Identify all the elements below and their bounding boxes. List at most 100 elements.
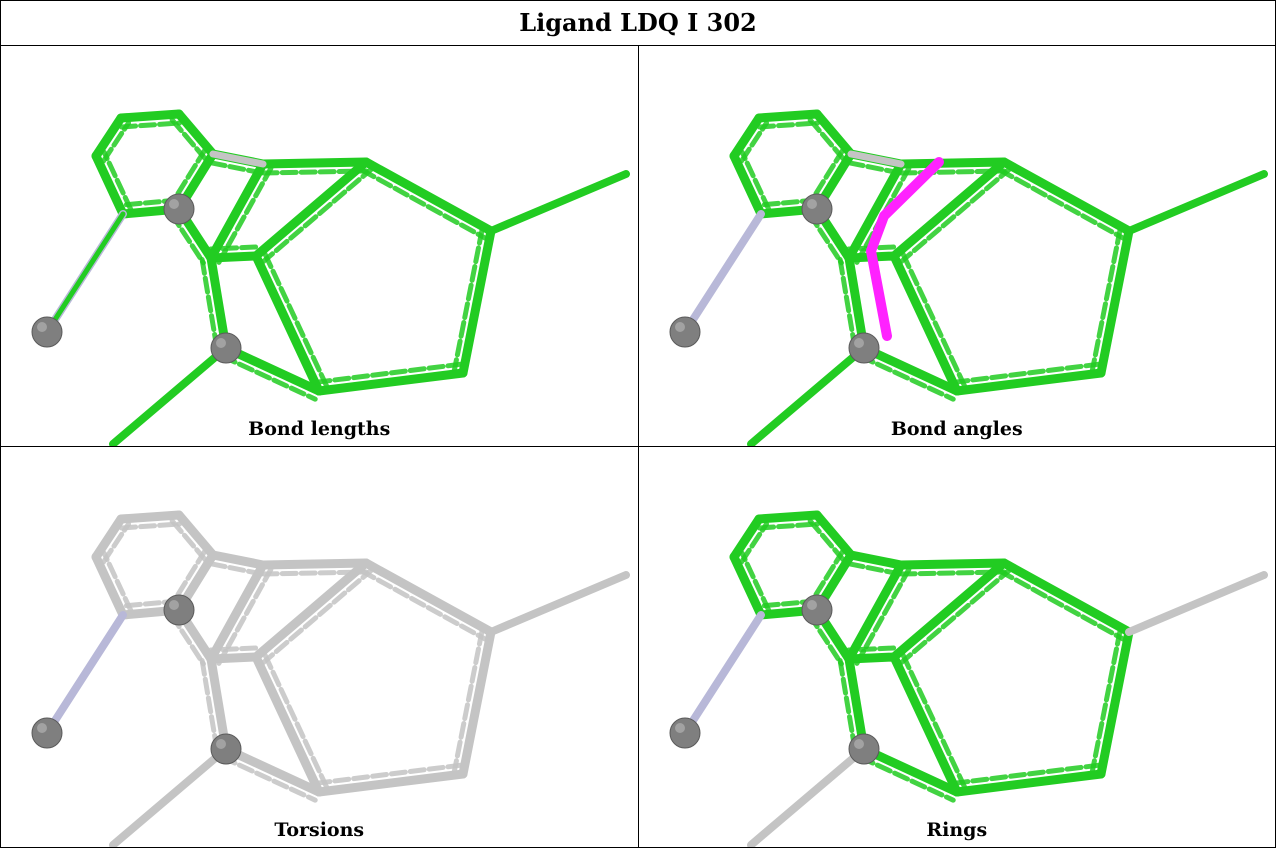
cage-bond-alt xyxy=(216,566,274,666)
benzene-bond xyxy=(116,109,184,123)
cage-bond xyxy=(896,157,1008,169)
cage-bond-alt xyxy=(199,657,220,753)
cage-bond-alt xyxy=(837,256,858,352)
cage-bond-alt xyxy=(208,160,264,176)
benzene-bond xyxy=(91,151,128,219)
cage-bond xyxy=(889,157,1008,261)
benzene-bond xyxy=(91,113,126,161)
cage-bond xyxy=(896,558,1008,570)
benzene-bond xyxy=(729,552,765,620)
atom-sphere xyxy=(210,733,242,765)
atom-sphere xyxy=(801,193,832,225)
cage-bond xyxy=(458,226,496,378)
substituent-bond xyxy=(487,170,630,235)
atom-highlight xyxy=(37,723,47,733)
panel-caption: Torsions xyxy=(274,819,365,841)
substituent-bond xyxy=(109,745,230,847)
cage-bond xyxy=(952,368,1105,396)
molecule-bond-angles xyxy=(669,109,1268,446)
cage-bond-alt xyxy=(315,361,465,385)
substituent-bond xyxy=(1124,170,1268,235)
figure-title: Ligand LDQ I 302 xyxy=(519,8,757,37)
substituent-bond xyxy=(746,344,868,446)
cage-bond-alt xyxy=(199,256,220,352)
cage-bond-alt xyxy=(1089,226,1123,374)
cage-bond xyxy=(206,159,268,263)
cage-bond xyxy=(251,652,324,797)
atom-highlight xyxy=(216,739,226,749)
cage-bond xyxy=(859,744,961,797)
substituent-bond xyxy=(487,571,630,636)
benzene-bond-alt xyxy=(101,149,134,213)
panel-rings: Rings xyxy=(637,446,1276,848)
atom-sphere xyxy=(669,316,700,348)
cage-bond xyxy=(361,558,496,637)
benzene-bond xyxy=(754,510,821,524)
atom-sphere xyxy=(31,316,63,348)
cage-bond xyxy=(889,652,961,797)
benzene-bond xyxy=(812,510,855,560)
atom-sphere xyxy=(669,717,700,749)
molecule-torsions xyxy=(31,510,630,847)
cage-bond xyxy=(361,157,496,236)
molecule-rings xyxy=(669,510,1268,847)
angle-outlier xyxy=(865,157,944,341)
atom-highlight xyxy=(853,739,864,749)
cage-bond xyxy=(1096,627,1133,779)
cage-bond xyxy=(251,157,371,261)
benzene-bond xyxy=(729,113,763,161)
atom-sphere xyxy=(848,332,879,364)
benzene-bond-alt xyxy=(756,521,820,531)
cage-bond-alt xyxy=(846,160,902,176)
benzene-bond xyxy=(754,109,821,123)
cage-bond-alt xyxy=(315,762,465,786)
panel-bond-angles: Bond angles xyxy=(637,45,1276,447)
benzene-bond xyxy=(91,552,128,620)
cage-bond-alt xyxy=(451,226,485,374)
cage-bond xyxy=(952,769,1105,797)
figure-title-cell: Ligand LDQ I 302 xyxy=(0,0,1276,46)
cage-bond xyxy=(221,343,324,396)
benzene-bond-alt xyxy=(739,550,772,614)
cage-bond-alt xyxy=(261,650,330,791)
benzene-bond xyxy=(91,514,126,562)
atom-highlight xyxy=(806,199,817,209)
atom-highlight xyxy=(216,338,226,348)
cage-bond-alt xyxy=(899,650,968,791)
cage-bond xyxy=(1096,226,1133,378)
cage-bond-alt xyxy=(208,561,264,577)
cage-bond-alt xyxy=(219,754,318,803)
cage-bond-alt xyxy=(952,762,1102,786)
cage-bond-alt xyxy=(952,361,1102,385)
cage-bond xyxy=(206,560,268,664)
cage-bond xyxy=(889,251,961,396)
cage-bond-alt xyxy=(896,567,1012,667)
cage-bond xyxy=(844,652,898,664)
cage-bond-alt xyxy=(259,567,375,667)
cage-bond-alt xyxy=(857,353,956,402)
cage-bond-alt xyxy=(996,568,1127,643)
panel-caption: Bond lengths xyxy=(248,418,391,440)
benzene-bond xyxy=(116,510,184,524)
cage-bond-alt xyxy=(899,249,968,390)
cage-bond xyxy=(314,368,468,396)
benzene-bond-alt xyxy=(101,550,134,614)
molecule-bond-lengths xyxy=(31,109,630,446)
cage-bond-alt xyxy=(846,561,902,577)
cage-bond xyxy=(846,550,905,570)
substituent-bond xyxy=(44,211,126,335)
substituent-bond xyxy=(109,344,230,446)
benzene-bond-alt xyxy=(739,149,772,213)
benzene-bond-alt xyxy=(119,120,183,130)
cage-bond-alt xyxy=(1089,627,1123,775)
atom-highlight xyxy=(37,322,47,332)
cage-bond xyxy=(844,159,905,263)
cage-bond-alt xyxy=(216,165,274,265)
cage-bond-alt xyxy=(259,166,375,266)
benzene-bond xyxy=(729,151,765,219)
substituent-bond xyxy=(680,611,765,737)
atom-highlight xyxy=(674,723,685,733)
benzene-bond-alt xyxy=(756,120,820,130)
atom-sphere xyxy=(163,594,195,626)
substituent-bond xyxy=(1124,571,1268,636)
